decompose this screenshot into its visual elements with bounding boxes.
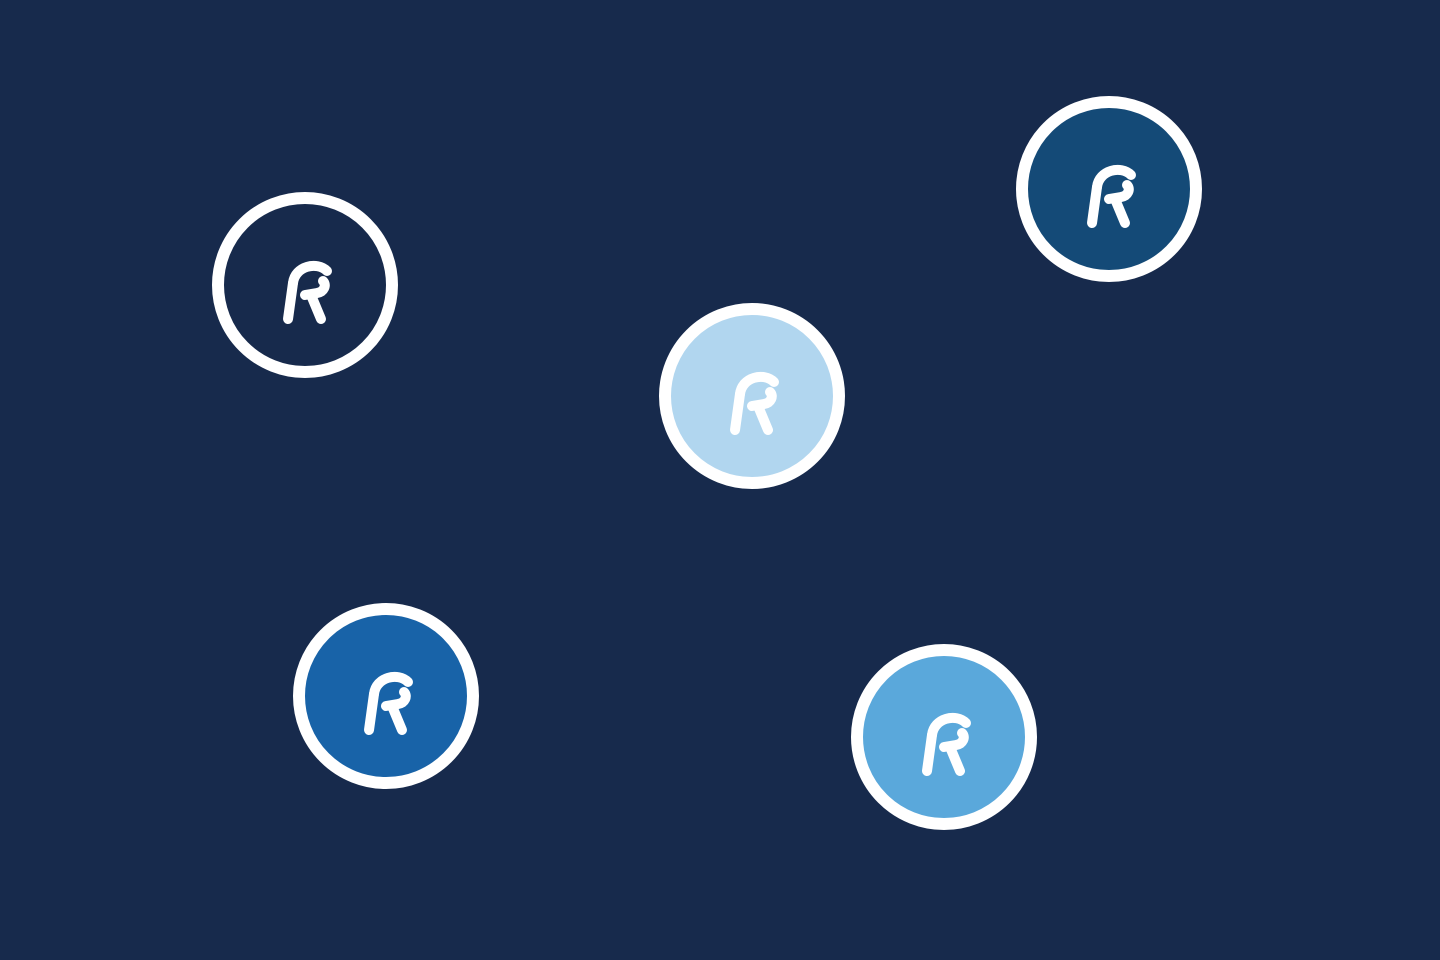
badge-outline xyxy=(211,191,399,379)
badge-medium-blue xyxy=(292,602,480,790)
r-logo-icon xyxy=(659,303,845,489)
badge-pale-blue xyxy=(658,302,846,490)
r-logo-icon xyxy=(851,644,1037,830)
r-logo-icon xyxy=(1016,96,1202,282)
badge-dark-blue xyxy=(1015,95,1203,283)
r-logo-icon xyxy=(212,192,398,378)
r-logo-icon xyxy=(293,603,479,789)
badge-light-blue xyxy=(850,643,1038,831)
